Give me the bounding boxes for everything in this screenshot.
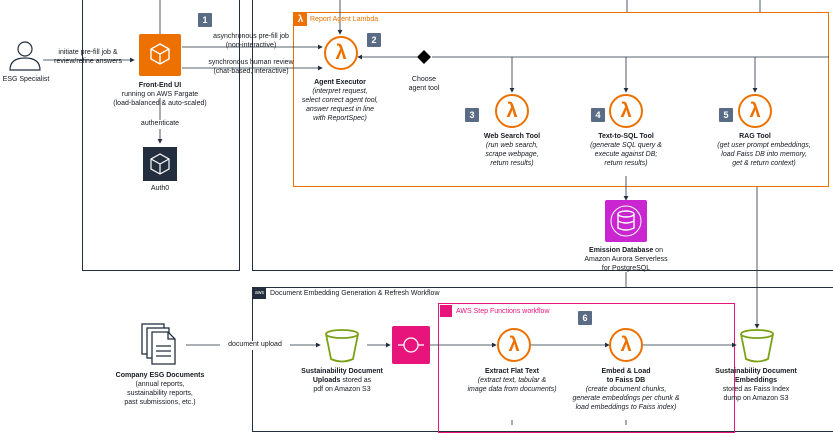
- sync-label-1: synchronous human review: [208, 59, 294, 66]
- agent-executor-d2: select correct agent tool,: [301, 97, 379, 104]
- sync-label-2: (chat-based, interactive): [213, 68, 289, 75]
- uploads-title: Sustainability Document: [301, 368, 383, 375]
- step-badge-3: 3: [465, 108, 479, 122]
- step-badge-1: 1: [198, 13, 212, 27]
- sql-tool-d1: (generate SQL query &: [590, 142, 662, 149]
- company-docs-d3: past submissions, etc.): [124, 399, 196, 406]
- embed-d2: generate embeddings per chunk &: [572, 395, 680, 402]
- frontend-title: Front-End UI: [138, 82, 182, 89]
- rag-tool-title: RAG Tool: [739, 133, 771, 140]
- auth0-label: Auth0: [150, 185, 170, 192]
- prefill-edge-label-2: review/refine answers: [54, 58, 122, 65]
- person-icon: [9, 41, 41, 71]
- step-badge-6: 6: [578, 311, 592, 325]
- emission-db-line1: Emission Database on: [566, 247, 686, 256]
- frontend-line1: running on AWS Fargate: [121, 91, 199, 98]
- embeddings-line4: dump on Amazon S3: [723, 395, 789, 402]
- embed-title: Embed & Load: [601, 368, 651, 375]
- emission-db-suffix: on: [653, 247, 663, 254]
- choose-label-2: agent tool: [408, 85, 440, 92]
- embed-title2: to Faiss DB: [606, 377, 646, 384]
- extract-title: Extract Flat Text: [485, 368, 539, 375]
- step-badge-4: 4: [591, 108, 605, 122]
- lambda-group-icon: λ: [294, 13, 307, 26]
- step-badge-5: 5: [719, 108, 733, 122]
- embeddings-title: Sustainability Document: [715, 368, 797, 375]
- company-docs-title: Company ESG Documents: [115, 372, 205, 379]
- fargate-icon: [139, 34, 181, 76]
- workflow-group-label: Document Embedding Generation & Refresh …: [270, 290, 440, 297]
- emission-db-line3: for PostgreSQL: [601, 265, 651, 272]
- rag-lambda-icon: λ: [738, 94, 772, 128]
- emission-db-line2: Amazon Aurora Serverless: [584, 256, 668, 263]
- frontend-line2: (load-balanced & auto-scaled): [113, 100, 207, 107]
- sql-tool-d3: return results): [604, 160, 648, 167]
- web-search-lambda-icon: λ: [495, 94, 529, 128]
- s3-bucket-icon-uploads: [322, 328, 362, 364]
- text-to-sql-lambda-icon: λ: [609, 94, 643, 128]
- auth0-icon: [143, 147, 177, 181]
- emission-db-title: Emission Database: [589, 247, 654, 254]
- s3-bucket-icon-embeddings: [737, 328, 777, 364]
- step-group-label: AWS Step Functions workflow: [456, 308, 550, 315]
- upload-edge-label: document upload: [220, 341, 290, 350]
- extract-d2: image data from documents): [467, 386, 557, 393]
- agent-executor-d3: answer request in line: [305, 106, 375, 113]
- agent-executor-d1: (interpret request,: [312, 88, 368, 95]
- left-panel-frame: [82, 0, 240, 271]
- sql-tool-d2: execute against DB;: [594, 151, 658, 158]
- uploads-title2: Uploads: [312, 377, 341, 384]
- embed-d1: (create document chunks,: [585, 386, 667, 393]
- choose-label-1: Choose: [411, 76, 437, 83]
- agent-executor-title: Agent Executor: [314, 79, 366, 86]
- step-functions-group-icon: [440, 305, 452, 317]
- step-functions-icon: [392, 326, 430, 364]
- async-label-1: asynchronous pre-fill job: [213, 33, 289, 40]
- rag-tool-d1: (get user prompt embeddings,: [717, 142, 811, 149]
- step-badge-2: 2: [367, 33, 381, 47]
- web-tool-d2: scrape webpage,: [485, 151, 539, 158]
- uploads-line3: pdf on Amazon S3: [313, 386, 371, 393]
- rag-tool-d3: get & return context): [732, 160, 796, 167]
- company-docs-d2: sustainability reports,: [127, 390, 193, 397]
- prefill-edge-label-1: initiate pre-fill job &: [58, 49, 118, 56]
- web-tool-d1: (run web search,: [485, 142, 539, 149]
- aurora-database-icon: [605, 200, 647, 242]
- choose-diamond: [417, 50, 431, 64]
- extract-lambda-icon: λ: [497, 328, 531, 362]
- extract-d1: (extract text, tabular &: [477, 377, 547, 384]
- documents-icon: [140, 322, 180, 366]
- uploads-line2: Uploads stored as: [286, 377, 398, 386]
- embeddings-line3: stored as Faiss Index: [722, 386, 790, 393]
- embed-lambda-icon: λ: [609, 328, 643, 362]
- actor-label: ESG Specialist: [2, 76, 50, 83]
- web-tool-title: Web Search Tool: [483, 133, 541, 140]
- rag-tool-d2: load Faiss DB into memory,: [721, 151, 807, 158]
- uploads-suffix: stored as: [340, 377, 372, 384]
- auth-edge-label: authenticate: [135, 120, 185, 129]
- async-label-2: (non-interactive): [225, 42, 277, 49]
- agent-executor-d4: with ReportSpec): [313, 115, 367, 122]
- company-docs-d1: (annual reports,: [135, 381, 185, 388]
- main-panel-frame: [252, 0, 833, 271]
- embed-d3: load embeddings to Faiss index): [575, 404, 677, 411]
- web-tool-d3: return results): [490, 160, 534, 167]
- embeddings-title2: Embeddings: [734, 377, 777, 384]
- agent-executor-lambda-icon: λ: [324, 36, 358, 70]
- report-agent-group: [293, 12, 829, 187]
- sql-tool-title: Text-to-SQL Tool: [598, 133, 654, 140]
- report-group-label: Report Agent Lambda: [310, 16, 379, 23]
- aws-badge: aws: [253, 288, 266, 299]
